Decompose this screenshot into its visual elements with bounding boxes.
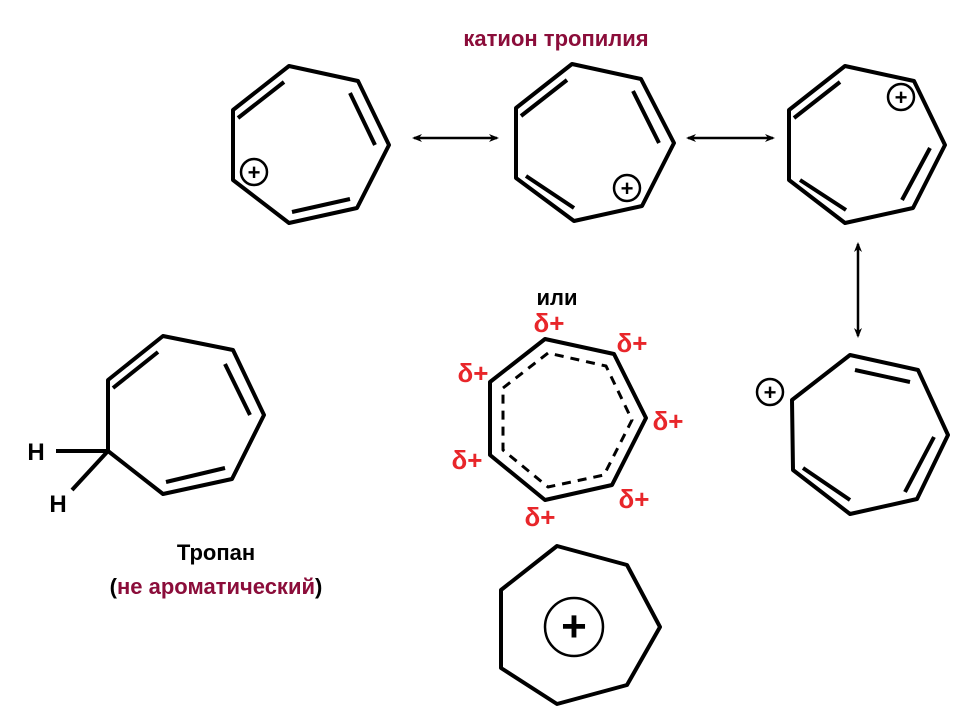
title: катион тропилия xyxy=(463,26,648,51)
hydrogen-label: H xyxy=(49,491,66,518)
tropane-note-close: ) xyxy=(315,574,322,599)
resonance-structure-3 xyxy=(787,64,947,225)
partial-charges: δ+ δ+ δ+ δ+ δ+ δ+ δ+ xyxy=(452,308,684,532)
plus-charge-2: + xyxy=(612,173,642,203)
plus-charge-1: + xyxy=(239,157,269,187)
partial-charge-label: δ+ xyxy=(619,484,650,514)
partial-charge-label: δ+ xyxy=(617,328,648,358)
cycloheptatriene-structure xyxy=(56,334,266,496)
tropylium-circle-ring xyxy=(499,544,662,706)
resonance-structure-1 xyxy=(231,64,391,225)
svg-text:+: + xyxy=(621,176,634,201)
central-plus-charge: + xyxy=(543,596,605,658)
tropane-note-open: ( xyxy=(110,574,118,599)
resonance-structure-4 xyxy=(790,353,950,516)
partial-charge-label: δ+ xyxy=(534,308,565,338)
plus-charge-4: + xyxy=(755,377,785,407)
plus-charge-3: + xyxy=(886,82,916,112)
svg-text:+: + xyxy=(895,85,908,110)
partial-charge-label: δ+ xyxy=(653,406,684,436)
or-label: или xyxy=(536,285,577,310)
resonance-structure-2 xyxy=(514,62,676,223)
delocalized-ring xyxy=(488,337,648,502)
partial-charge-label: δ+ xyxy=(452,445,483,475)
svg-text:+: + xyxy=(248,160,261,185)
partial-charge-label: δ+ xyxy=(525,502,556,532)
svg-text:+: + xyxy=(764,380,777,405)
partial-charge-label: δ+ xyxy=(458,358,489,388)
svg-text:+: + xyxy=(561,602,587,651)
tropane-note: (не ароматический) xyxy=(110,574,323,599)
tropane-note-text: не ароматический xyxy=(117,574,315,599)
tropane-name: Тропан xyxy=(177,540,255,565)
hydrogen-label: H xyxy=(27,439,44,466)
